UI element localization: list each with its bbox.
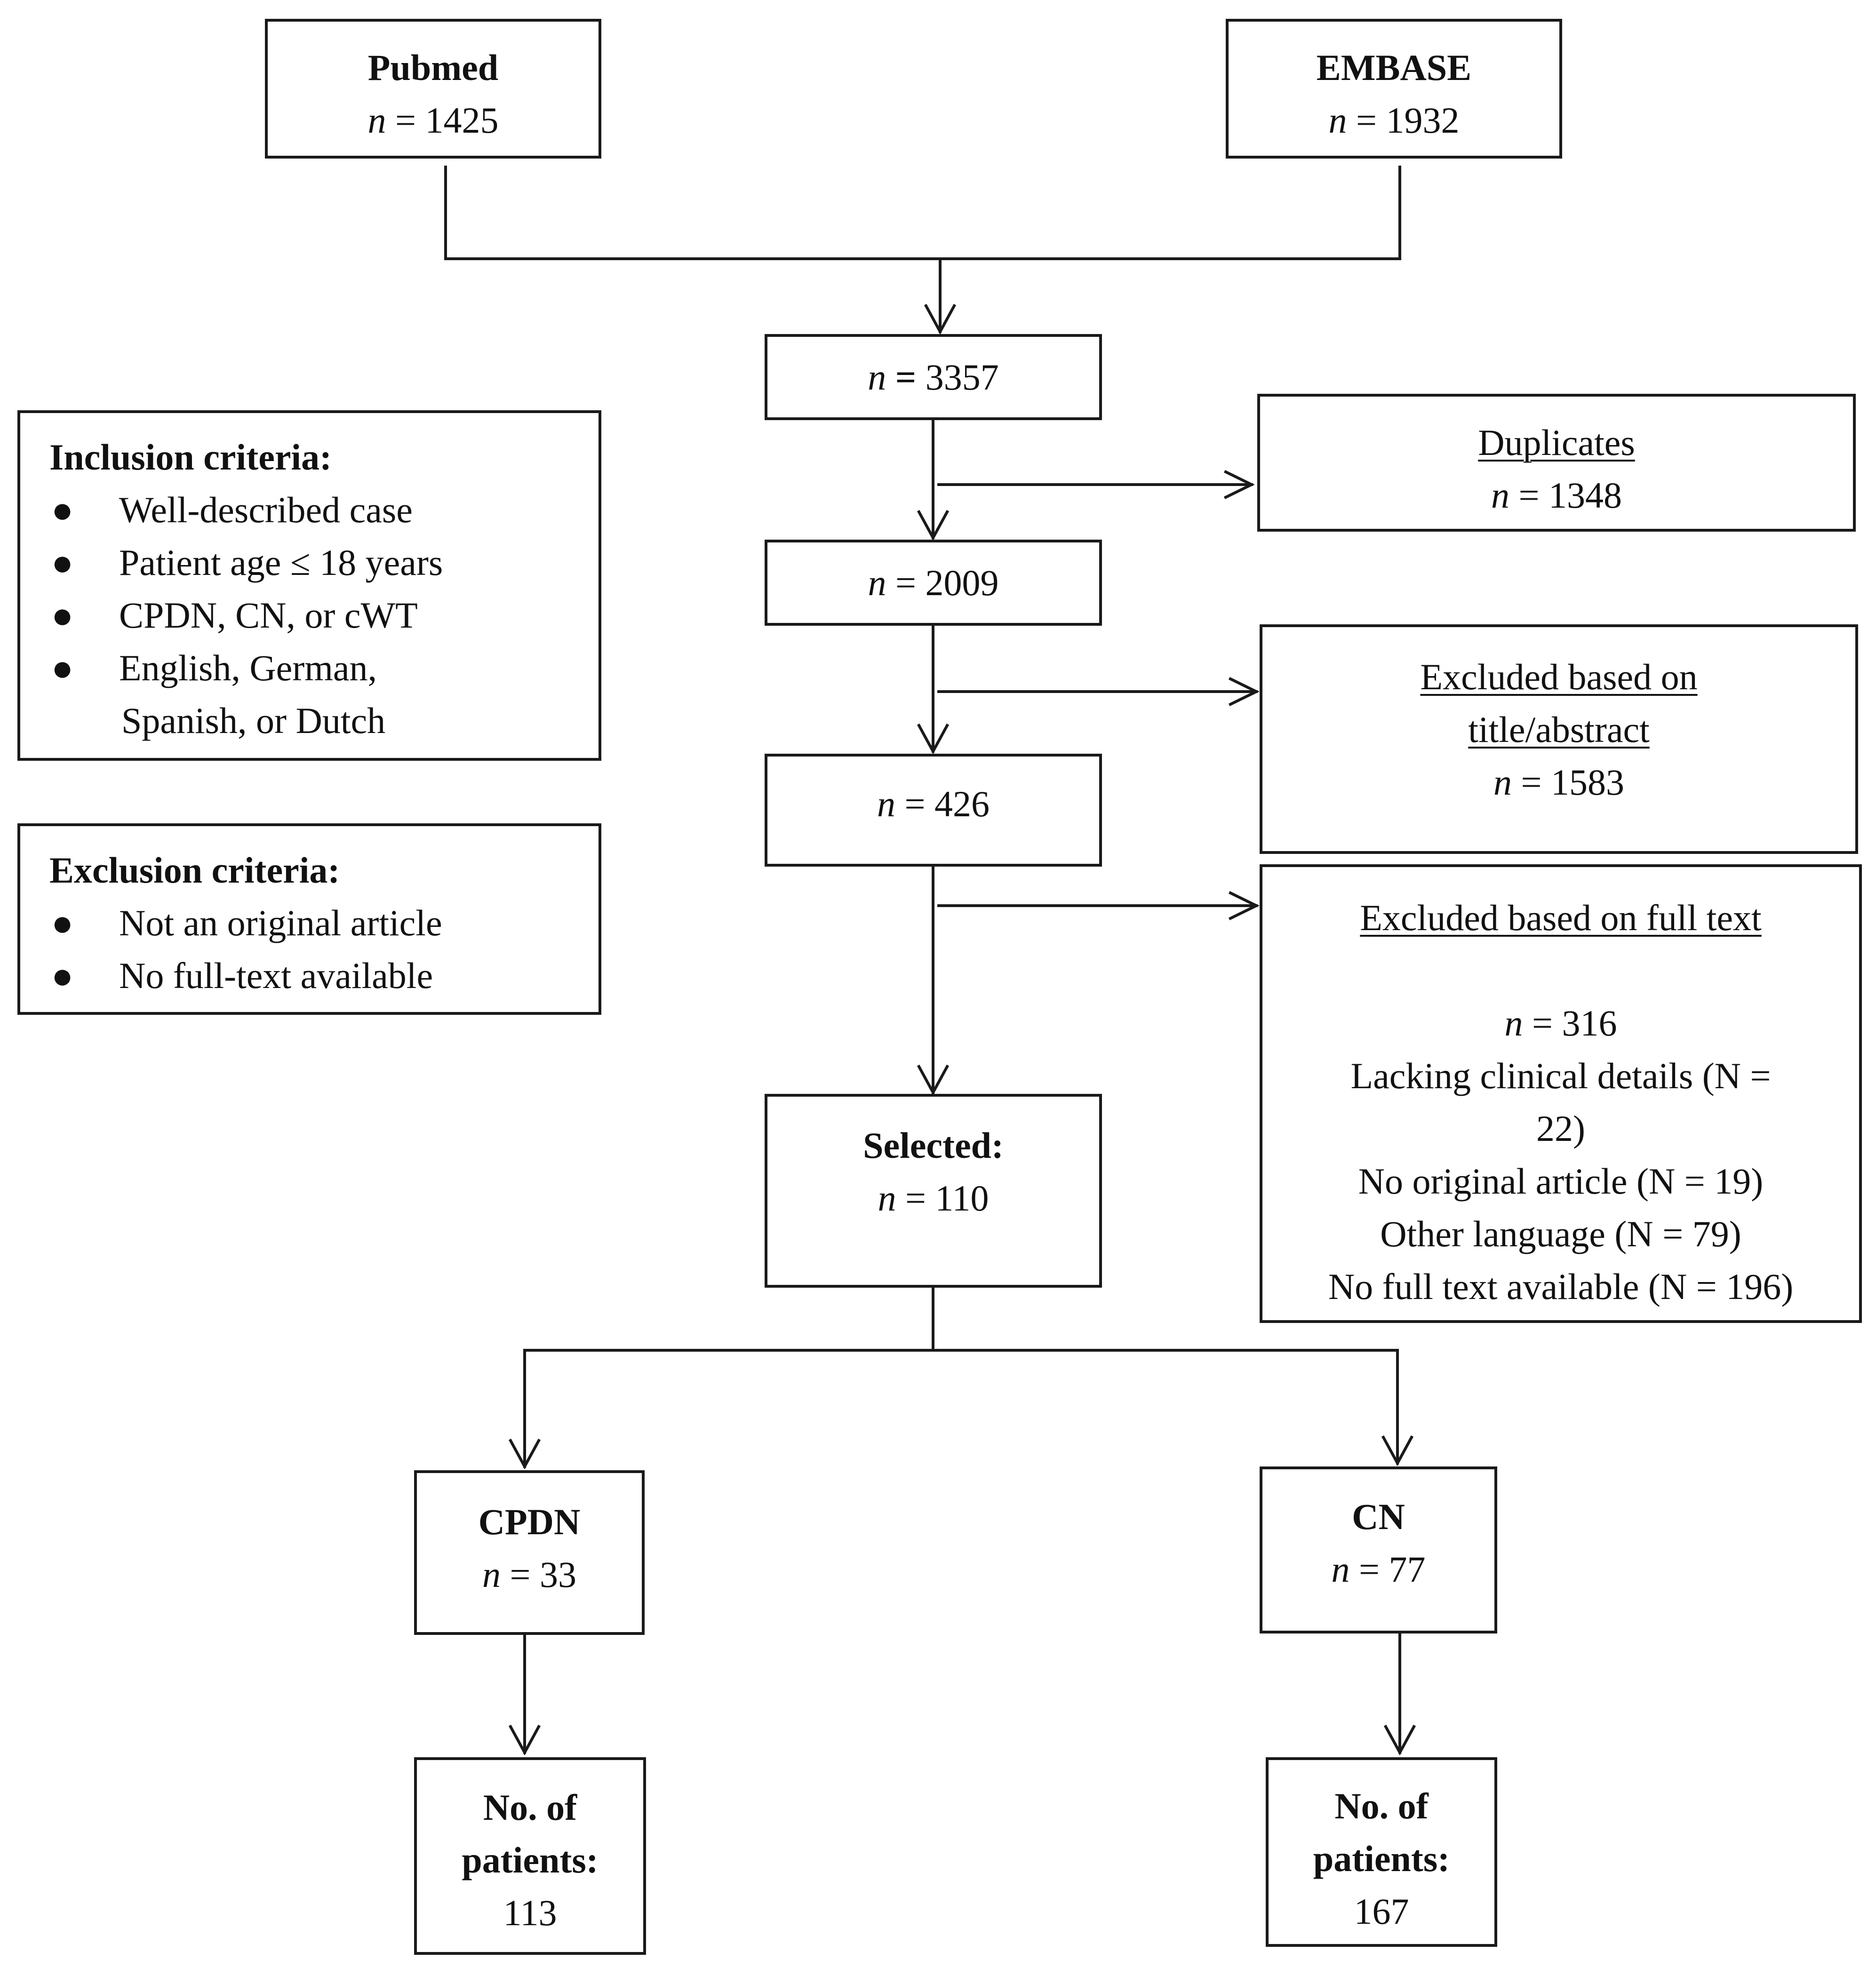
cpdn-box: CPDN n = 33 <box>414 1470 645 1635</box>
bullet-icon: ● <box>51 955 74 996</box>
flow-arrowhead-1 <box>917 510 950 541</box>
inclusion-criteria-box: Inclusion criteria: ●Well-described case… <box>17 410 601 761</box>
flow-arrowhead-2 <box>917 723 950 755</box>
combined-records-box: n = 3357 <box>765 334 1102 420</box>
after-title-abstract-box: n = 426 <box>765 754 1102 867</box>
list-item: ●Not an original article <box>49 897 599 949</box>
list-item: ●Patient age ≤ 18 years <box>49 536 599 589</box>
after-title-abstract-count: n = 426 <box>877 783 990 824</box>
cn-count: n = 77 <box>1331 1549 1426 1590</box>
list-item: ●English, German, <box>49 642 599 694</box>
bullet-icon: ● <box>51 595 74 636</box>
cn-title: CN <box>1352 1496 1405 1537</box>
cpdn-patients-label: patients: <box>462 1840 599 1880</box>
title-abstract-count: n = 1583 <box>1493 762 1624 803</box>
cn-patients-label: No. of <box>1334 1785 1429 1826</box>
duplicates-box: Duplicates n = 1348 <box>1257 394 1856 532</box>
cpdn-arrowhead <box>508 1724 541 1756</box>
full-text-reason: 22) <box>1536 1108 1585 1149</box>
inclusion-criteria-list: ●Well-described case ●Patient age ≤ 18 y… <box>49 484 599 747</box>
selected-count: n = 110 <box>878 1178 989 1219</box>
duplicates-count: n = 1348 <box>1491 475 1622 516</box>
flow-arrowhead-3 <box>917 1064 950 1096</box>
cpdn-patients-value: 113 <box>503 1892 557 1933</box>
inclusion-criteria-title: Inclusion criteria: <box>49 437 332 478</box>
list-item: ●Well-described case <box>49 484 599 536</box>
bullet-icon: ● <box>51 542 74 583</box>
combined-value: 3357 <box>925 357 999 398</box>
bullet-icon: ● <box>51 647 74 688</box>
list-item: ●CPDN, CN, or cWT <box>49 589 599 642</box>
cpdn-count: n = 33 <box>482 1554 576 1595</box>
exclusion-criteria-title: Exclusion criteria: <box>49 850 340 891</box>
full-text-reason: No original article (N = 19) <box>1358 1161 1764 1202</box>
full-text-arrowhead <box>1228 891 1260 921</box>
list-item-continuation: Spanish, or Dutch <box>121 700 386 741</box>
full-text-count: n = 316 <box>1504 1003 1617 1044</box>
cpdn-patients-label: No. of <box>483 1787 577 1828</box>
cpdn-patients-box: No. of patients: 113 <box>414 1757 646 1955</box>
full-text-reason: Other language (N = 79) <box>1380 1213 1741 1254</box>
cn-patients-label: patients: <box>1313 1838 1450 1879</box>
split-right-arrowhead <box>1381 1435 1414 1466</box>
title-abstract-arrowhead <box>1228 677 1260 707</box>
embase-title: EMBASE <box>1316 47 1472 88</box>
combined-count: n = 3357 <box>868 357 999 398</box>
after-duplicates-box: n = 2009 <box>765 540 1102 626</box>
selected-box: Selected: n = 110 <box>765 1094 1102 1288</box>
full-text-reason: No full text available (N = 196) <box>1328 1266 1794 1307</box>
cpdn-title: CPDN <box>478 1501 581 1542</box>
exclusion-criteria-box: Exclusion criteria: ●Not an original art… <box>17 823 601 1015</box>
title-abstract-exclusion-box: Excluded based on title/abstract n = 158… <box>1260 624 1858 854</box>
pubmed-count: n = 1425 <box>367 100 499 141</box>
bullet-icon: ● <box>51 489 74 530</box>
full-text-exclusion-box: Excluded based on full text n = 316 Lack… <box>1260 864 1862 1323</box>
exclusion-criteria-list: ●Not an original article ●No full-text a… <box>49 897 599 1002</box>
pubmed-box: Pubmed n = 1425 <box>265 19 601 159</box>
pubmed-title: Pubmed <box>367 47 499 88</box>
bullet-icon: ● <box>51 902 74 943</box>
list-item: ●No full-text available <box>49 949 599 1002</box>
merge-arrowhead <box>924 303 957 335</box>
embase-box: EMBASE n = 1932 <box>1226 19 1562 159</box>
duplicates-arrowhead <box>1223 470 1255 500</box>
full-text-title: Excluded based on full text <box>1360 897 1762 938</box>
title-abstract-title-1: Excluded based on <box>1420 656 1698 697</box>
selected-title: Selected: <box>863 1125 1004 1166</box>
cn-patients-box: No. of patients: 167 <box>1266 1757 1497 1947</box>
cn-patients-value: 167 <box>1354 1891 1409 1932</box>
embase-count: n = 1932 <box>1328 100 1460 141</box>
full-text-reason: Lacking clinical details (N = <box>1350 1055 1771 1096</box>
cn-box: CN n = 77 <box>1260 1466 1497 1633</box>
title-abstract-title-2: title/abstract <box>1468 709 1650 750</box>
duplicates-title: Duplicates <box>1478 422 1635 463</box>
after-duplicates-count: n = 2009 <box>868 562 999 603</box>
cn-arrowhead <box>1383 1724 1416 1756</box>
split-left-arrowhead <box>508 1438 541 1470</box>
